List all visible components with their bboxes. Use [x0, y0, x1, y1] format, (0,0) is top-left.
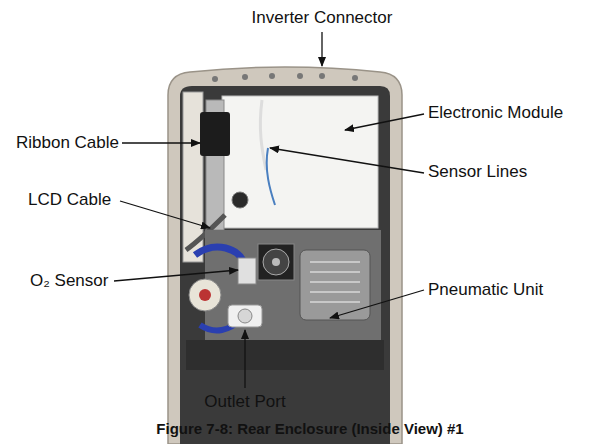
part-label: Pneumatic Unit	[428, 280, 543, 300]
part-label: LCD Cable	[28, 190, 111, 210]
housing	[168, 67, 402, 444]
ribbon-connector	[200, 112, 230, 156]
part-label: Sensor Lines	[428, 162, 527, 182]
part-label: O₂ Sensor	[30, 271, 108, 291]
part-label: Inverter Connector	[252, 8, 393, 28]
outlet-port	[228, 305, 262, 327]
part-label: Outlet Port	[204, 392, 285, 412]
fan	[258, 244, 294, 280]
housing-interior	[180, 86, 390, 444]
sensor-line	[267, 148, 275, 205]
figure-caption: Figure 7-8: Rear Enclosure (Inside View)…	[156, 420, 463, 438]
o2-sensor	[238, 258, 256, 284]
leader-lines	[114, 32, 424, 388]
part-label: Electronic Module	[428, 103, 563, 123]
valve	[189, 279, 221, 311]
part-label: Ribbon Cable	[16, 133, 119, 153]
